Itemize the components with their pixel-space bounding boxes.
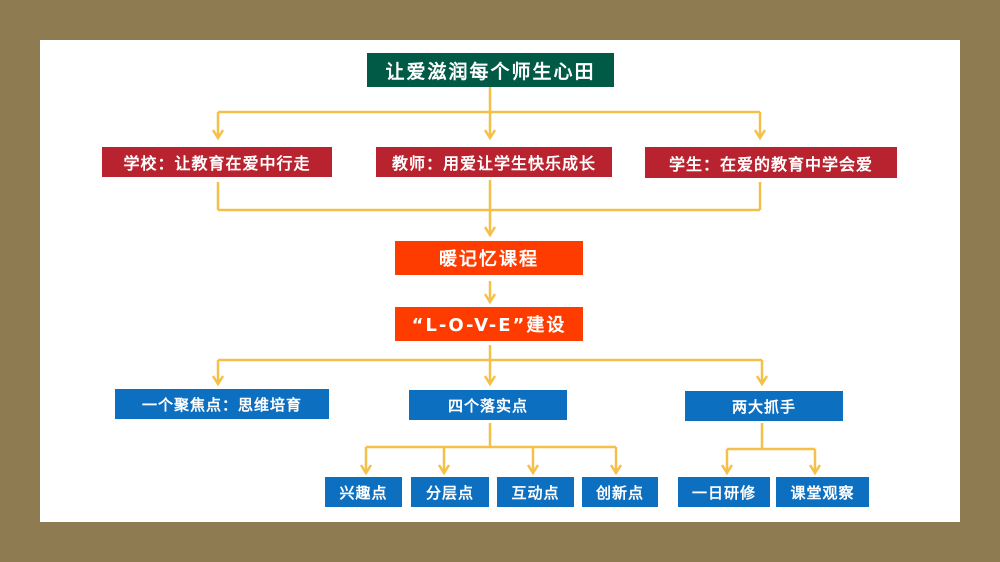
- point-interest-box: 兴趣点: [325, 477, 402, 507]
- arrow-head: [483, 293, 497, 305]
- handle-class-observation-box: 课堂观察: [776, 477, 869, 507]
- arrow-head: [483, 375, 497, 387]
- arrow-head: [211, 375, 225, 387]
- point-interactive-box: 互动点: [497, 477, 574, 507]
- arrow-head: [753, 129, 767, 141]
- love-build-box: “L-O-V-E”建设: [395, 307, 583, 341]
- course-box: 暖记忆课程: [395, 241, 583, 275]
- arrow-head: [609, 464, 623, 476]
- arrow-head: [483, 226, 497, 238]
- arrow-head: [720, 464, 734, 476]
- student-box: 学生：在爱的教育中学会爱: [645, 147, 897, 178]
- handle-daily-study-box: 一日研修: [678, 477, 770, 507]
- arrow-head: [359, 464, 373, 476]
- arrow-head: [808, 464, 822, 476]
- arrow-head: [483, 129, 497, 141]
- arrow-head: [437, 464, 451, 476]
- teacher-box: 教师：用爱让学生快乐成长: [376, 147, 612, 177]
- diagram-canvas: [40, 40, 960, 522]
- four-points-box: 四个落实点: [409, 390, 567, 420]
- point-layered-box: 分层点: [411, 477, 489, 507]
- focus-point-box: 一个聚焦点：思维培育: [115, 389, 329, 419]
- arrow-head: [211, 129, 225, 141]
- two-handles-box: 两大抓手: [685, 391, 843, 421]
- point-innovation-box: 创新点: [582, 477, 658, 507]
- arrow-head: [755, 375, 769, 387]
- school-box: 学校：让教育在爱中行走: [102, 147, 332, 177]
- title-box: 让爱滋润每个师生心田: [367, 53, 614, 87]
- arrow-head: [526, 464, 540, 476]
